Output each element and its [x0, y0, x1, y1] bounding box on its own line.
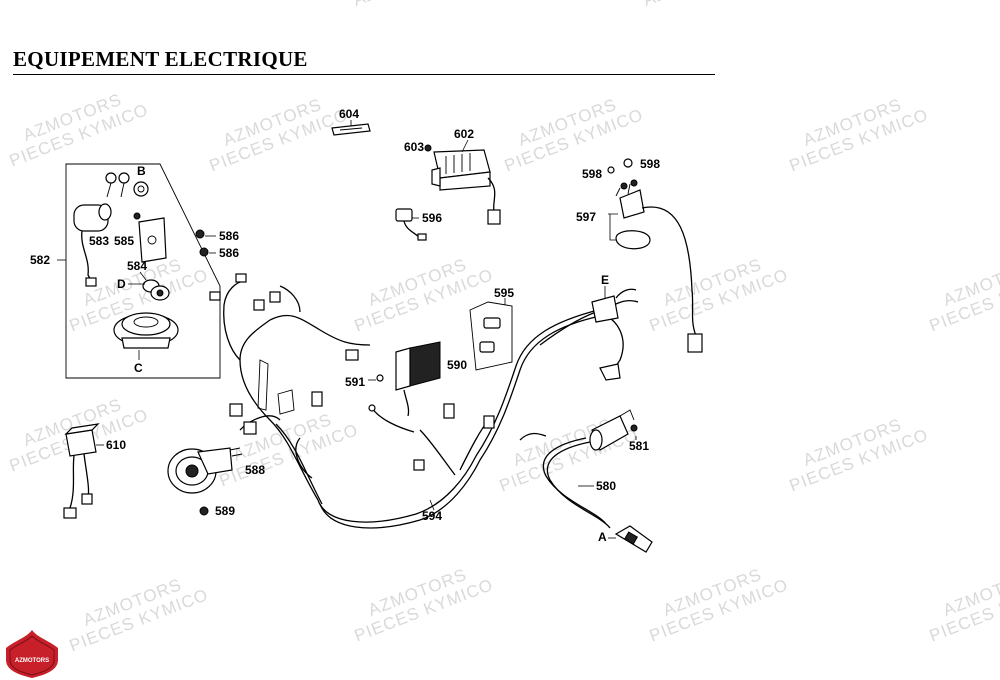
ignition-coil-581-icon — [589, 409, 638, 451]
starter-relay-597-icon — [615, 179, 703, 353]
azmotors-logo: AZMOTORS — [6, 630, 58, 678]
label-583: 583 — [89, 234, 109, 248]
label-584: 584 — [127, 259, 147, 273]
label-588: 588 — [245, 463, 265, 477]
group-582-box — [65, 163, 221, 379]
relay-596-icon — [395, 208, 427, 241]
label-586-b: 586 — [219, 246, 239, 260]
label-582: 582 — [30, 253, 50, 267]
bracket-585-icon — [133, 212, 167, 263]
ignition-switch-583-icon — [73, 203, 112, 287]
group-595-box — [469, 301, 513, 371]
label-603: 603 — [404, 140, 424, 154]
label-585: 585 — [114, 234, 134, 248]
key-cap-d-icon — [142, 279, 170, 301]
label-590: 590 — [447, 358, 467, 372]
label-597: 597 — [576, 210, 596, 224]
nut-589-icon — [199, 506, 209, 516]
svg-text:AZMOTORS: AZMOTORS — [15, 658, 49, 664]
label-E: E — [601, 273, 609, 287]
label-B: B — [137, 164, 146, 178]
label-D: D — [117, 277, 126, 291]
label-591: 591 — [345, 375, 365, 389]
label-589: 589 — [215, 504, 235, 518]
label-604: 604 — [339, 107, 359, 121]
screw-586-icon — [195, 229, 209, 257]
label-596: 596 — [422, 211, 442, 225]
cdi-unit-590-icon — [395, 341, 441, 417]
label-594: 594 — [422, 509, 442, 523]
hv-cable-580 — [542, 437, 611, 529]
flasher-610-icon — [63, 423, 100, 519]
label-A: A — [598, 530, 607, 544]
label-598-b: 598 — [640, 157, 660, 171]
label-598-a: 598 — [582, 167, 602, 181]
label-586-a: 586 — [219, 229, 239, 243]
wiring-harness-594 — [209, 273, 639, 529]
page-title: EQUIPEMENT ELECTRIQUE — [13, 47, 308, 71]
title-underline — [13, 74, 715, 75]
screw-icon — [105, 172, 130, 198]
label-602: 602 — [454, 127, 474, 141]
label-595: 595 — [494, 286, 514, 300]
label-C: C — [134, 361, 143, 375]
label-610: 610 — [106, 438, 126, 452]
regulator-602-icon — [431, 149, 501, 225]
label-580: 580 — [596, 479, 616, 493]
label-581: 581 — [629, 439, 649, 453]
spark-plug-cap-a-icon — [614, 525, 653, 553]
nut-b-icon — [133, 181, 149, 197]
fuse-604-icon — [331, 123, 371, 136]
connector-595-icon — [479, 317, 501, 353]
lock-cover-c-icon — [113, 312, 179, 349]
bolt-603-icon — [424, 144, 432, 152]
horn-588-icon — [167, 447, 243, 494]
